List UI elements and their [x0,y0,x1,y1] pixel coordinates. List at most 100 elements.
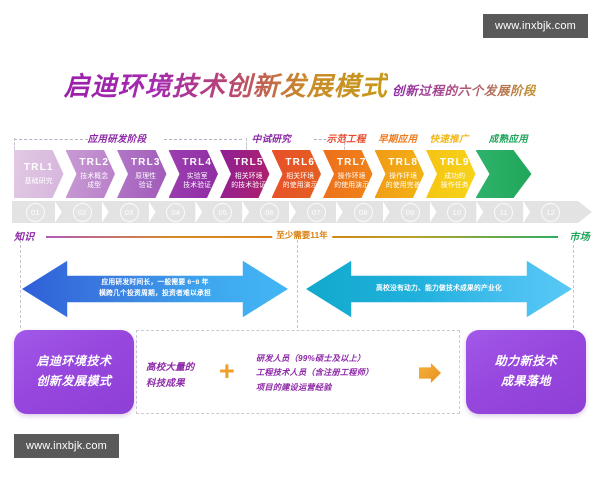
trl-description: 操作环境的使用完善 [385,172,421,190]
model-box-left: 启迪环境技术 创新发展模式 [14,330,134,414]
trl-description: 成功的操作任务 [440,172,469,190]
trl-description: 实验室技术验证 [183,172,212,190]
stage-connector-4 [314,139,336,140]
trl-code: TRL6 [285,157,316,169]
trl-description: 相关环境的使用演示 [282,172,318,190]
stage-connector-2 [164,139,242,140]
trl-stage-trl9[interactable]: TRL9 成功的操作任务 [426,150,476,198]
timeline-cell-10[interactable]: 10 [434,201,481,223]
timeline-number: 10 [447,202,467,222]
trl-code: TRL7 [336,157,367,169]
arrow-left-line2: 横跨几个投资周期，投资者难以承担 [99,290,211,297]
stage-label-1: 应用研发阶段 [87,134,147,145]
timeline-number: 06 [260,202,280,222]
trl-stage-trl4[interactable]: TRL4 实验室技术验证 [169,150,219,198]
timeline-separator [195,201,203,223]
trl-code: TRL2 [79,157,110,169]
formula-item-achievements: 高校大量的 科技成果 [146,360,195,392]
trl-description: 基础研究 [24,177,53,185]
stage-tick-2 [246,138,247,154]
timeline-cell-05[interactable]: 05 [199,201,246,223]
timeline-cell-06[interactable]: 06 [246,201,293,223]
timeline-strip-background [12,201,592,223]
timeline-number: 04 [166,202,186,222]
timeline-cell-07[interactable]: 07 [293,201,340,223]
divider-middle [297,240,298,328]
timeline-cell-09[interactable]: 09 [387,201,434,223]
timeline-cell-01[interactable]: 01 [12,201,59,223]
timeline-number: 11 [494,202,514,222]
divider-left [20,240,21,328]
trl-stage-trl3[interactable]: TRL3 原理性验证 [117,150,167,198]
timeline-cell-12[interactable]: 12 [527,201,574,223]
stage-connector-3 [252,139,272,140]
stage-connector-1 [14,139,88,140]
trl-description: 相关环境的技术验证 [231,172,267,190]
insight-arrow-row: 应用研发时间长，一般需要 6~8 年 横跨几个投资周期，投资者难以承担 高校没有… [0,253,600,325]
model-box-right-line2: 成果落地 [500,374,551,388]
trl-description: 原理性验证 [135,172,157,190]
formula-dashed-frame [136,330,460,414]
page-subtitle: 创新过程的六个发展阶段 [392,80,536,99]
timeline-cell-08[interactable]: 08 [340,201,387,223]
timeline-separator [289,201,296,223]
knowledge-label: 知识 [14,232,35,243]
model-box-left-line2: 创新发展模式 [36,374,112,388]
timeline-number: 05 [213,202,233,222]
timeline-number: 08 [353,202,373,222]
formula-item-talent: 研发人员（99%硕士及以上） 工程技术人员（含注册工程师） 项目的建设运营经验 [256,352,373,395]
timeline-separator [242,201,250,223]
stage-tick-1 [14,138,15,154]
trl-stage-trl7[interactable]: TRL7 操作环境的使用演示 [323,150,373,198]
stage-tick-3 [344,138,345,154]
timeline-cell-04[interactable]: 04 [153,201,200,223]
timeline-number: 09 [400,202,420,222]
trl-stage-trl2[interactable]: TRL2 技术概念成型 [66,150,116,198]
timeline-cell-03[interactable]: 03 [106,201,153,223]
right-arrow-icon [419,363,441,383]
trl-code: TRL4 [182,157,213,169]
timeline-cell-02[interactable]: 02 [59,201,106,223]
stage-label-4: 早期应用 [378,134,418,145]
timeline-separator [101,201,109,223]
trl-description: 操作环境的使用演示 [334,172,370,190]
trl-code: TRL3 [130,157,161,169]
page-title: 启迪环境技术创新发展模式 [64,66,388,103]
duration-label: 至少需要11年 [272,229,332,241]
stage-label-2: 中试研究 [251,134,292,145]
timeline-number: 02 [72,202,92,222]
watermark-bottom-left: www.inxbjk.com [14,434,120,458]
arrow-right-line1: 高校没有动力、能力做技术成果的产业化 [376,284,502,292]
watermark-top-right: www.inxbjk.com [482,14,588,38]
market-label: 市场 [569,232,590,243]
timeline-number: 07 [306,202,326,222]
stage-label-6: 成熟应用 [488,134,528,145]
timeline-separator [429,201,437,223]
model-box-right: 助力新技术 成果落地 [466,330,586,414]
timeline-number: 12 [541,202,561,222]
trl-code: TRL1 [23,162,54,174]
timeline-separator [54,201,62,223]
trl-stage-trl6[interactable]: TRL6 相关环境的使用演示 [272,150,322,198]
item-b-line2: 工程技术人员（含注册工程师） [256,368,374,378]
timeline-separator [382,201,390,223]
divider-right [573,240,574,328]
trl-stage-trl1[interactable]: TRL1 基础研究 [14,150,64,198]
item-b-line3: 项目的建设运营经验 [256,382,332,392]
knowledge-market-row: 知识 至少需要11年 市场 [14,228,590,244]
trl-code: TRL9 [439,157,470,169]
stage-label-row: 应用研发阶段中试研究示范工程早期应用快速推广成熟应用 [14,131,590,154]
timeline-separator [523,201,531,223]
item-a-line2: 科技成果 [146,378,185,390]
timeline-number: 01 [25,202,45,222]
timeline-number: 03 [119,202,139,222]
trl-description: 技术概念成型 [80,172,109,190]
arrow-research-duration: 应用研发时间长，一般需要 6~8 年 横跨几个投资周期，投资者难以承担 [22,260,288,318]
timeline-cell-11[interactable]: 11 [480,201,527,223]
trl-final-arrow [476,150,532,198]
item-a-line1: 高校大量的 [146,362,195,373]
timeline-number-strip: 01 02 03 04 05 06 07 08 09 10 11 12 [12,201,592,223]
